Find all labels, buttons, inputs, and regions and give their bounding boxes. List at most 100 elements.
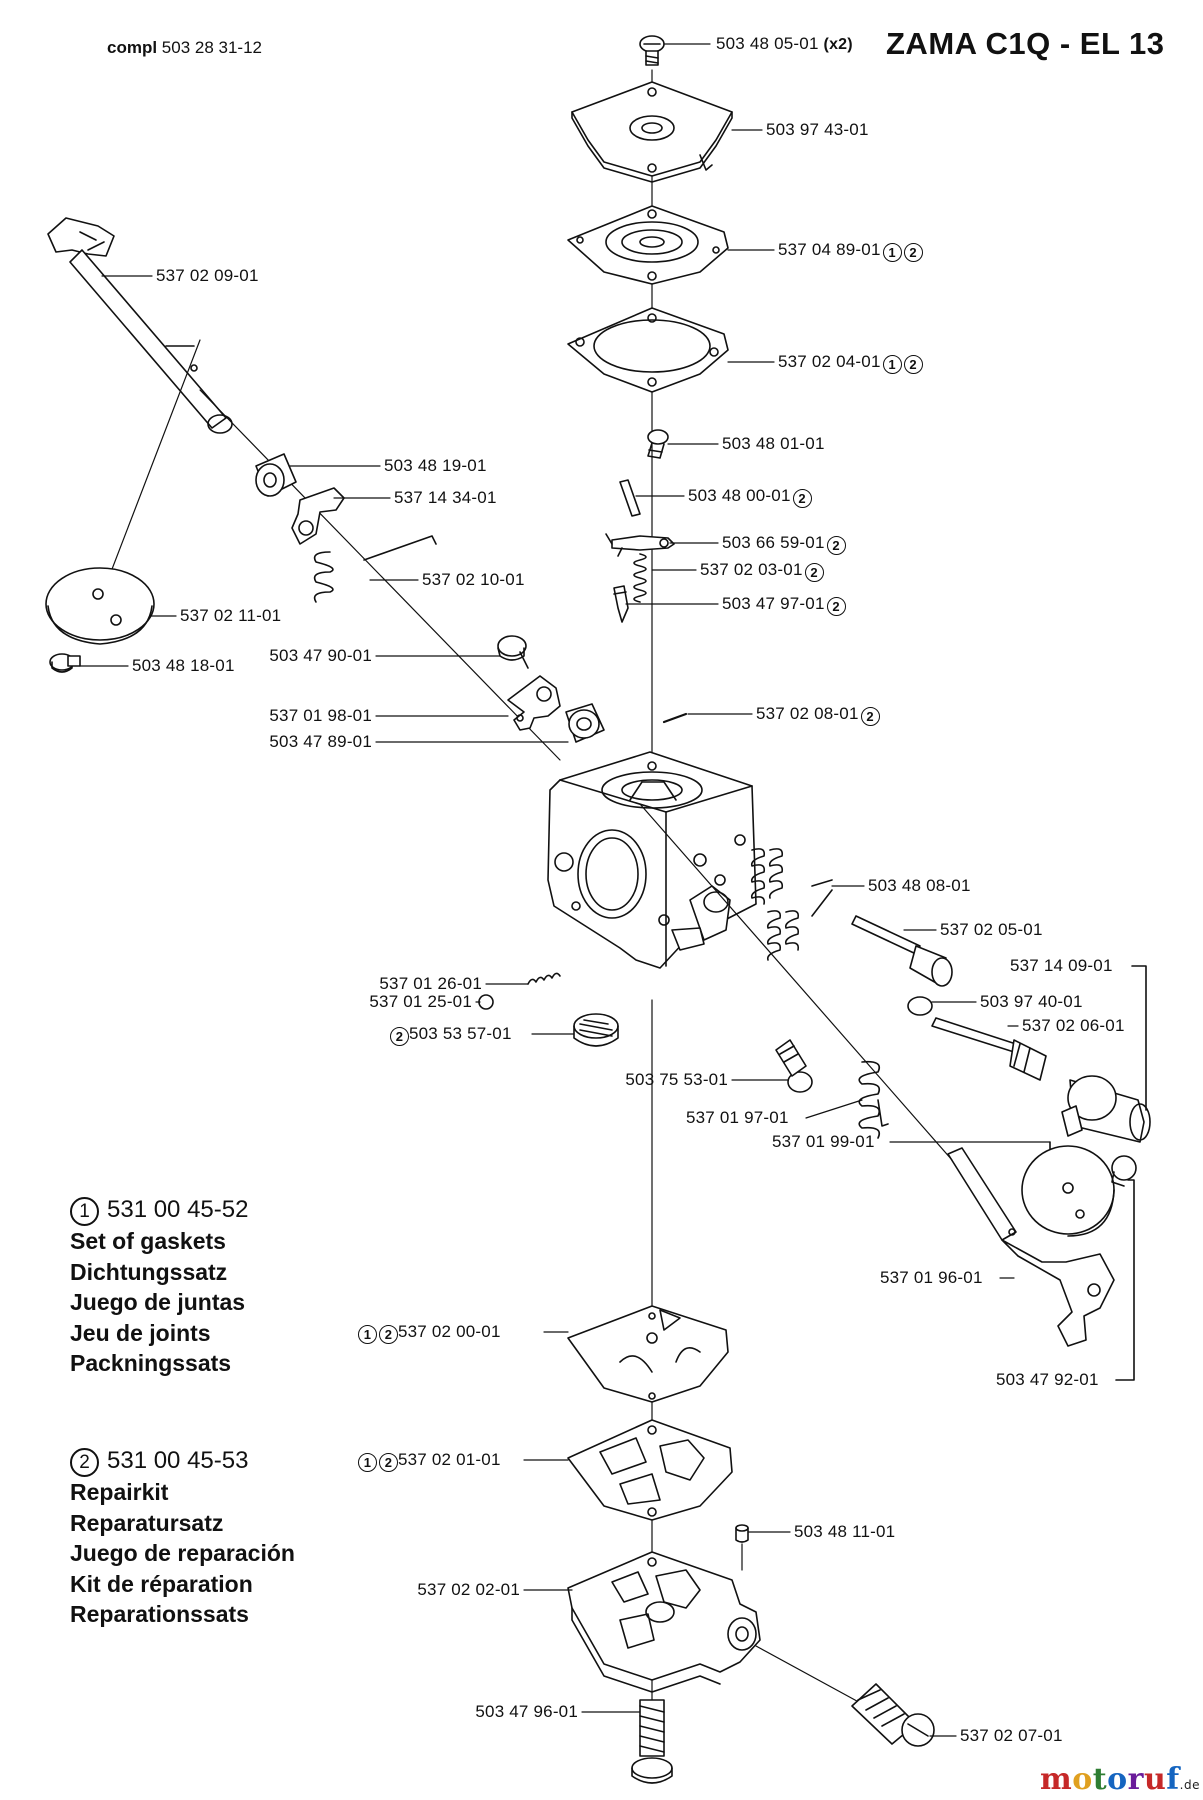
part-label: 537 01 96-01 <box>880 1268 983 1287</box>
metering-cover <box>567 1551 761 1693</box>
choke-valve-plate <box>1021 1145 1115 1237</box>
part-label: 503 97 43-01 <box>766 120 869 139</box>
idle-screw <box>775 1039 813 1093</box>
part-label: 537 02 02-01 <box>417 1580 520 1599</box>
part-label: 537 01 97-01 <box>686 1108 789 1127</box>
kit-marker-2: 2 <box>826 597 846 616</box>
part-label: 503 48 19-01 <box>384 456 487 475</box>
cover-pin <box>735 1524 749 1571</box>
carburetor-body <box>547 751 757 969</box>
part-label: 537 02 07-01 <box>960 1726 1063 1745</box>
part-label: 503 47 96-01 <box>475 1702 578 1721</box>
part-label: 537 02 10-01 <box>422 570 525 589</box>
kit-description: Dichtungssatz <box>70 1258 228 1285</box>
cover-screw <box>631 1699 673 1784</box>
choke-lever <box>507 675 561 731</box>
throttle-return-spring <box>313 535 437 603</box>
complete-assembly-number: compl 503 28 31-12 <box>107 38 262 58</box>
kit-marker-2: 2 <box>70 1448 99 1477</box>
compl-prefix: compl <box>107 38 158 57</box>
metering-diaphragm <box>567 1305 729 1403</box>
kit-marker-2: 2 <box>379 1453 398 1472</box>
part-label: 503 75 53-01 <box>625 1070 728 1089</box>
kit-description: Reparatursatz <box>70 1509 224 1536</box>
kit-marker-2: 2 <box>826 536 846 555</box>
choke-screw <box>497 635 529 669</box>
throttle-shaft <box>47 217 233 434</box>
high-speed-needle <box>851 915 953 987</box>
part-label: 537 14 34-01 <box>394 488 497 507</box>
top-screw <box>639 35 665 66</box>
small-pin <box>662 712 688 724</box>
kit-description: Repairkit <box>70 1479 169 1505</box>
part-label: 537 02 06-01 <box>1022 1016 1125 1035</box>
part-label: 537 01 98-01 <box>269 706 372 725</box>
kit-legend-2: 2 531 00 45-53 Repairkit Reparatursatz Ju… <box>70 1445 295 1630</box>
watermark-tld: .de <box>1179 1778 1200 1792</box>
pump-diaphragm <box>567 205 729 285</box>
kit-marker-2: 2 <box>903 243 923 262</box>
low-speed-needle <box>931 1017 1047 1081</box>
inlet-needle <box>613 585 629 623</box>
choke-spring <box>858 1060 881 1139</box>
watermark-logo: motoruf motoruf.de <box>1040 1762 1200 1797</box>
kit-marker-1: 1 <box>358 1325 377 1344</box>
pump-cover <box>571 81 733 183</box>
part-label: 503 47 89-01 <box>269 732 372 751</box>
kit-marker-1: 1 <box>358 1453 377 1472</box>
part-label: 537 02 11-01 <box>180 606 282 625</box>
part-label: 503 48 11-01 <box>794 1522 896 1541</box>
kit-marker-1: 1 <box>882 355 902 374</box>
inlet-screw <box>647 429 669 459</box>
kit-marker-2: 2 <box>860 707 880 726</box>
kit-description: Juego de reparación <box>70 1540 295 1566</box>
kit-marker-1: 1 <box>882 243 902 262</box>
kit-description: Jeu de joints <box>70 1319 211 1346</box>
kit-heading: 2 531 00 45-53 <box>70 1445 295 1477</box>
part-label: 503 47 90-01 <box>269 646 372 665</box>
kit-description: Reparationssats <box>70 1601 249 1627</box>
part-label: 503 48 08-01 <box>868 876 971 895</box>
part-label: 503 48 01-01 <box>722 434 825 453</box>
part-label: 537 02 09-01 <box>156 266 259 285</box>
part-label: 503 48 05-01 (x2) <box>716 34 853 53</box>
part-label: 503 47 92-01 <box>996 1370 1099 1389</box>
choke-bushing <box>565 703 605 743</box>
kit-marker-2: 2 <box>903 355 923 374</box>
detent-spring <box>527 972 561 985</box>
limiter-cap <box>1061 1075 1151 1143</box>
adjust-springs <box>750 848 833 961</box>
page-title: ZAMA C1Q - EL 13 <box>886 26 1165 61</box>
long-adjust-screw <box>755 1645 935 1747</box>
part-label: 503 97 40-01 <box>980 992 1083 1011</box>
throttle-valve-plate <box>45 567 155 645</box>
kit-marker-2: 2 <box>792 489 812 508</box>
kit-number: 531 00 45-53 <box>107 1447 249 1474</box>
kit-marker-2: 2 <box>804 563 824 582</box>
plate-screw <box>49 653 81 673</box>
o-ring <box>907 996 933 1016</box>
part-label: 537 01 26-01 <box>379 974 482 993</box>
part-label: 537 02 05-01 <box>940 920 1043 939</box>
compl-number: 503 28 31-12 <box>161 38 262 57</box>
choke-plate-screw <box>1111 1155 1137 1187</box>
kit-description: Set of gaskets <box>70 1228 226 1254</box>
kit-marker-2: 2 <box>379 1325 398 1344</box>
kit-description: Juego de juntas <box>70 1289 246 1315</box>
part-label: 537 01 99-01 <box>772 1132 875 1151</box>
fuel-filter <box>573 1013 619 1047</box>
metering-spring <box>633 553 647 603</box>
